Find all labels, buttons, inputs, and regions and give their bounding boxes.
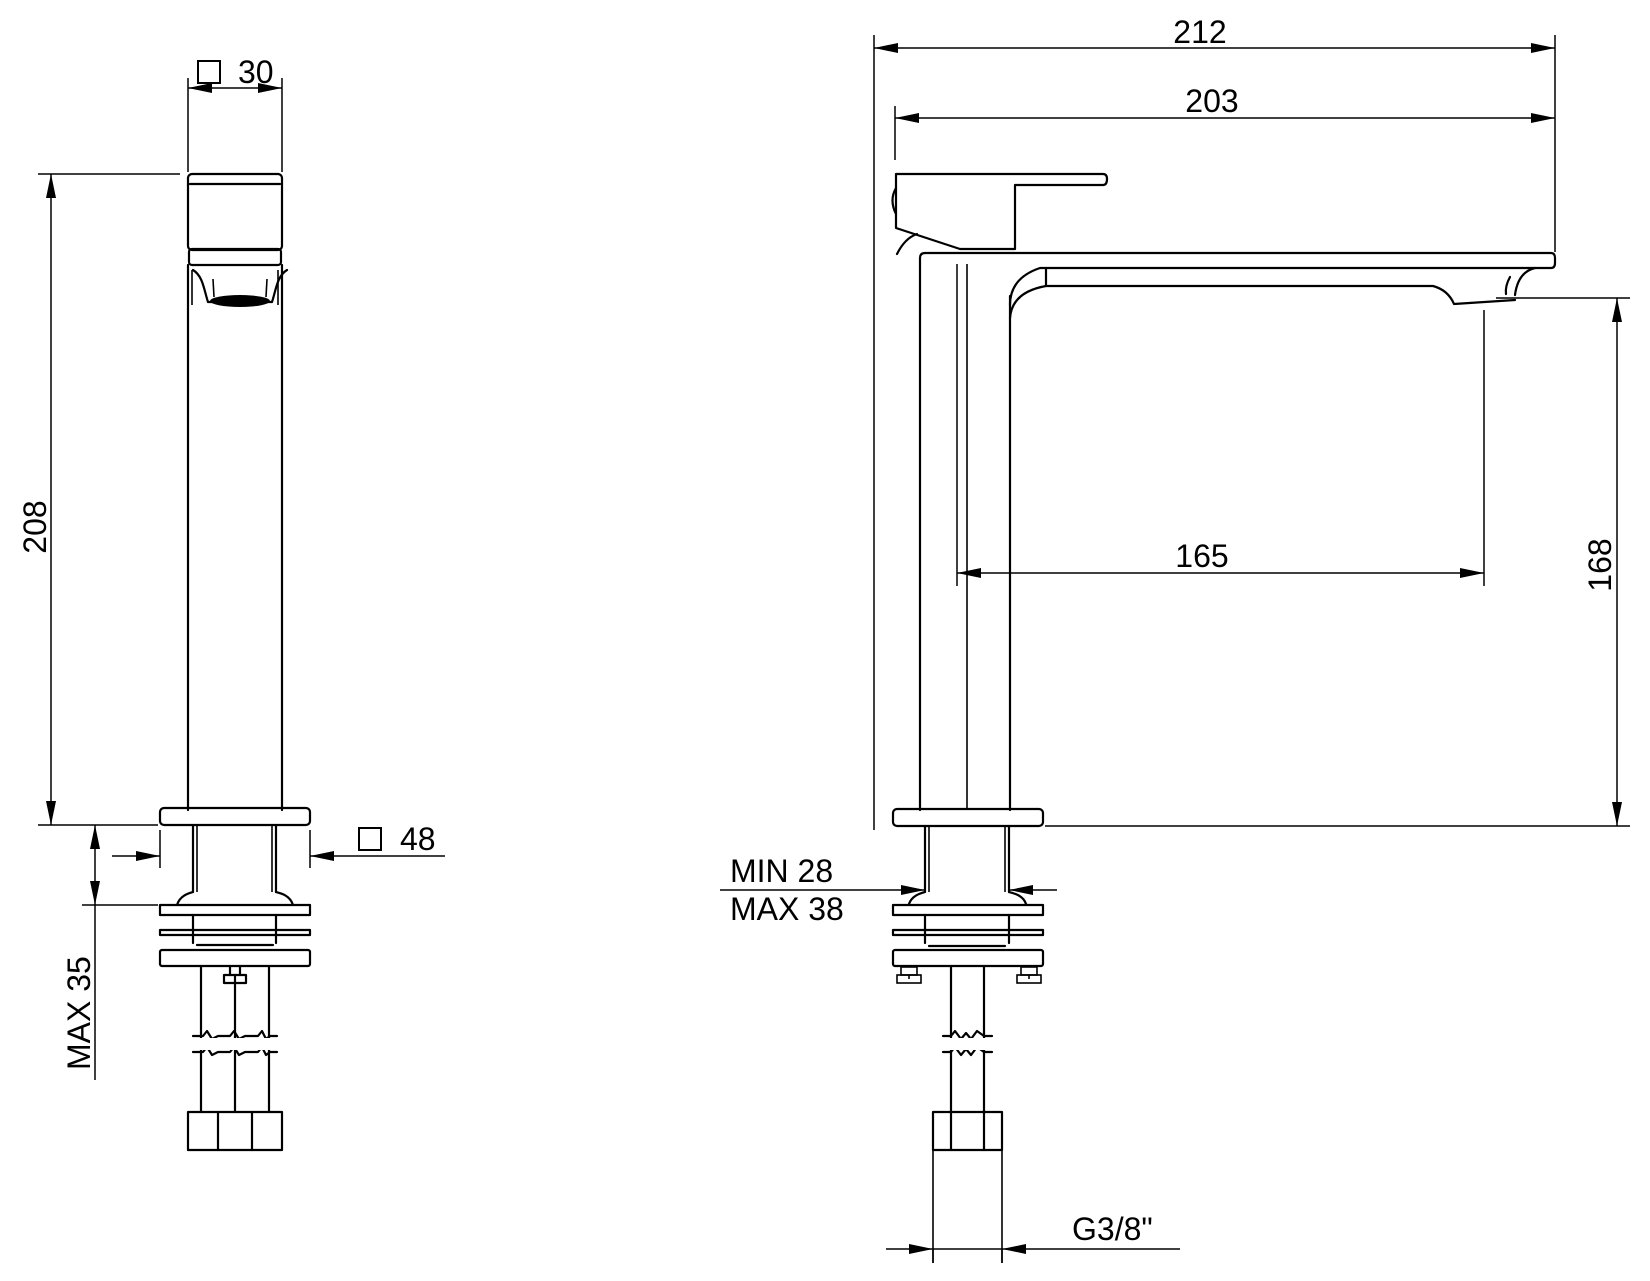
dimension-body-width: 30	[187, 54, 283, 172]
dim-label-168: 168	[1582, 538, 1618, 591]
side-view: 30	[17, 54, 445, 1152]
dimension-hole-diameter: MIN 28 MAX 38	[720, 853, 1057, 927]
dimension-spout-height: 168	[1045, 297, 1630, 827]
dimension-deck-thickness: MAX 35	[61, 825, 158, 1080]
dim-label-g3-8: G3/8"	[1072, 1211, 1153, 1247]
tap-body-front	[918, 251, 1557, 812]
dim-label-165: 165	[1175, 538, 1228, 574]
tap-base-front	[891, 807, 1045, 1263]
dim-label-208: 208	[17, 500, 53, 553]
tap-handle	[891, 172, 1109, 256]
dim-label-30: 30	[238, 54, 274, 90]
dim-label-max-38: MAX 38	[730, 891, 844, 927]
dim-label-max-35: MAX 35	[61, 956, 97, 1070]
square-icon	[358, 827, 382, 851]
screw-left	[896, 966, 922, 984]
dimension-overall-length: 212	[873, 14, 1556, 830]
dim-label-212: 212	[1173, 14, 1226, 50]
dimension-connection-thread: G3/8"	[886, 1211, 1180, 1263]
square-icon	[197, 60, 221, 84]
front-view: 212 203	[720, 14, 1630, 1263]
dim-label-min-28: MIN 28	[730, 853, 833, 889]
dimension-body-height: 208	[17, 173, 180, 826]
screw-right	[1016, 966, 1042, 984]
dimension-spout-reach: 165	[956, 264, 1485, 586]
tap-base-side	[158, 806, 312, 1152]
dimension-base-width: 48	[112, 821, 445, 868]
dim-label-203: 203	[1185, 83, 1238, 119]
tap-body-side	[186, 172, 289, 812]
dim-label-48: 48	[400, 821, 436, 857]
dimension-body-length: 203	[894, 83, 1555, 160]
